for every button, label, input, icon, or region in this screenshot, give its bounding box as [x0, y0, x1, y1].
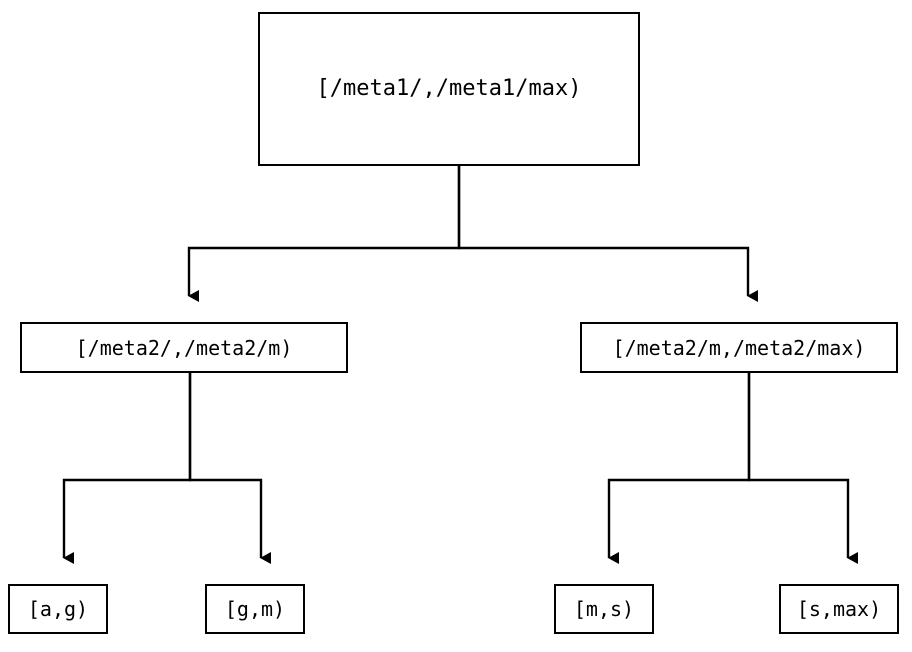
- tree-node-leaf-ag-label: [a,g): [27, 597, 89, 621]
- edge-root-to-mid-right: [457, 166, 758, 302]
- tree-node-root-label: [/meta1/,/meta1/max): [316, 76, 582, 101]
- edge-root-to-mid-left: [187, 166, 461, 302]
- tree-node-leaf-ms-label: [m,s): [573, 597, 635, 621]
- tree-node-root[interactable]: [/meta1/,/meta1/max): [258, 12, 640, 166]
- tree-node-leaf-gm-label: [g,m): [224, 597, 286, 621]
- edge-mid-right-to-leaf-smax: [747, 373, 858, 564]
- tree-node-leaf-gm[interactable]: [g,m): [205, 584, 305, 634]
- tree-node-leaf-smax[interactable]: [s,max): [779, 584, 899, 634]
- edge-mid-right-to-leaf-ms: [607, 373, 751, 564]
- tree-node-mid-right[interactable]: [/meta2/m,/meta2/max): [580, 322, 898, 373]
- tree-node-mid-left-label: [/meta2/,/meta2/m): [75, 335, 293, 360]
- tree-node-mid-left[interactable]: [/meta2/,/meta2/m): [20, 322, 348, 373]
- tree-node-mid-right-label: [/meta2/m,/meta2/max): [612, 335, 866, 360]
- edge-mid-left-to-leaf-ag: [62, 373, 192, 564]
- tree-node-leaf-smax-label: [s,max): [796, 597, 882, 621]
- tree-node-leaf-ms[interactable]: [m,s): [554, 584, 654, 634]
- tree-node-leaf-ag[interactable]: [a,g): [8, 584, 108, 634]
- edge-mid-left-to-leaf-gm: [188, 373, 271, 564]
